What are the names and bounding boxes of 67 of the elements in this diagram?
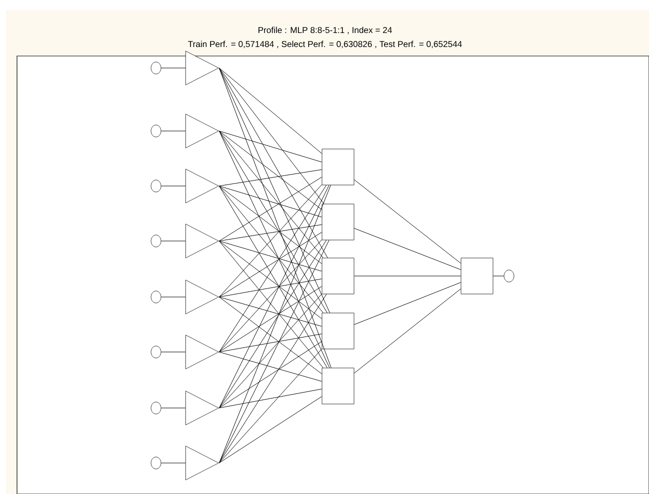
connection-line (218, 224, 322, 242)
connection-line (218, 396, 322, 464)
input-triangle (185, 334, 219, 370)
hidden-unit-box (322, 368, 354, 404)
connection-line (218, 286, 322, 352)
connection-line (218, 296, 322, 374)
connection-line (354, 179, 462, 264)
input-circle (150, 124, 162, 138)
input-circle (150, 456, 162, 470)
connection-line (354, 228, 462, 270)
connection-line (218, 341, 322, 408)
connection-line (218, 130, 322, 210)
connection-line (218, 176, 322, 242)
connection-line (218, 294, 322, 408)
connection-line (218, 240, 322, 319)
hidden-unit-box (322, 312, 354, 350)
connection-line (354, 288, 462, 374)
connection-line (218, 184, 331, 464)
connection-line (218, 68, 330, 314)
connection-line (218, 334, 322, 352)
output-unit-box (460, 258, 494, 294)
input-circle (150, 62, 162, 74)
connection-line (218, 68, 328, 258)
connection-line (218, 240, 330, 464)
title: Profile : MLP 8:8-5-1:1 , Index = 24 (258, 26, 392, 34)
connection-line (218, 68, 322, 154)
connection-line (160, 130, 186, 132)
performance-summary: Train Perf. = 0,571484 , Select Perf. = 0,630826 , Test Perf. = 0,652544 (188, 40, 462, 48)
input-circle (150, 402, 162, 414)
connection-line (160, 296, 186, 298)
connection-line (218, 130, 324, 258)
input-circle (150, 234, 162, 248)
connection-line (218, 296, 322, 327)
connection-line (218, 240, 322, 272)
connection-line (218, 130, 322, 162)
connection-line (218, 348, 322, 464)
connection-line (218, 68, 324, 204)
input-triangle (185, 114, 219, 148)
connection-line (160, 240, 186, 242)
input-circle (150, 346, 162, 358)
input-triangle (185, 50, 219, 86)
hidden-unit-box (322, 204, 354, 240)
input-triangle (185, 390, 219, 426)
connection-line (218, 130, 330, 368)
input-triangle (185, 280, 219, 314)
connection-line (354, 282, 462, 325)
connection-line (218, 184, 330, 408)
connection-line (160, 462, 186, 464)
connection-line (218, 169, 322, 186)
hidden-unit-box (322, 148, 354, 186)
connection-line (218, 294, 327, 464)
connection-line (218, 352, 322, 382)
input-circle (150, 290, 162, 304)
connection-line (218, 186, 322, 264)
input-circle (150, 180, 162, 192)
connection-line (218, 240, 327, 408)
output-circle (504, 270, 514, 282)
input-triangle (185, 224, 219, 258)
input-triangle (185, 168, 219, 204)
connection-line (218, 232, 322, 298)
hidden-unit-box (322, 258, 354, 294)
input-triangle (185, 446, 219, 480)
connection-line (218, 388, 322, 408)
connection-line (218, 68, 332, 368)
connection-line (218, 130, 328, 314)
connection-line (218, 278, 322, 298)
connection-line (218, 186, 322, 218)
